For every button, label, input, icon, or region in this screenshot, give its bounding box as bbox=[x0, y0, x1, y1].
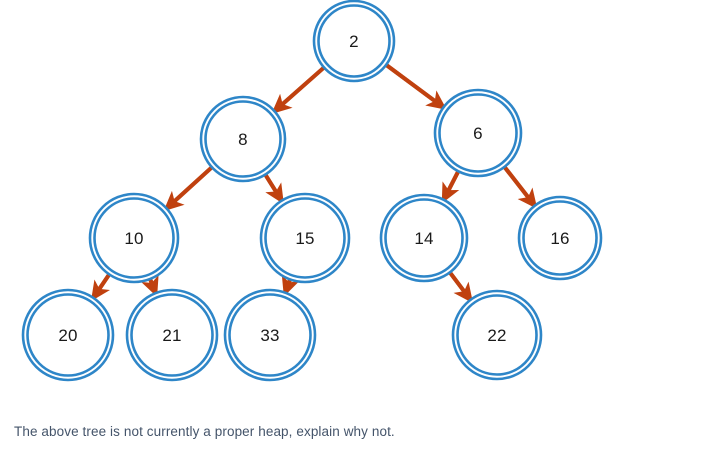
tree-node[interactable]: 33 bbox=[223, 288, 317, 382]
node-value-label: 14 bbox=[414, 229, 433, 248]
tree-edge-tail bbox=[169, 165, 214, 206]
node-inner-ring bbox=[438, 93, 518, 173]
tree-node[interactable]: 22 bbox=[451, 289, 543, 381]
node-value-label: 15 bbox=[295, 229, 314, 248]
tree-edge-tail bbox=[502, 164, 533, 203]
node-outer-ring bbox=[433, 88, 523, 178]
tree-edge-tail bbox=[277, 65, 327, 109]
node-outer-ring bbox=[312, 0, 396, 83]
tree-node[interactable]: 15 bbox=[259, 192, 351, 284]
node-value-label: 21 bbox=[162, 326, 181, 345]
node-inner-ring bbox=[264, 197, 346, 279]
caption-text: The above tree is not currently a proper… bbox=[14, 424, 395, 439]
tree-node[interactable]: 21 bbox=[125, 288, 219, 382]
tree-edge-tail bbox=[263, 172, 281, 197]
node-outer-ring bbox=[259, 192, 351, 284]
tree-node[interactable]: 2 bbox=[312, 0, 396, 83]
tree-node[interactable]: 10 bbox=[88, 192, 180, 284]
node-value-label: 22 bbox=[487, 326, 506, 345]
node-inner-ring bbox=[204, 100, 282, 178]
tree-edge-tail bbox=[384, 62, 440, 106]
node-inner-ring bbox=[228, 293, 312, 377]
tree-edge-tail bbox=[444, 169, 461, 196]
node-outer-ring bbox=[199, 95, 287, 183]
node-inner-ring bbox=[26, 293, 110, 377]
tree-edge-tail bbox=[447, 270, 469, 297]
node-inner-ring bbox=[130, 293, 214, 377]
node-outer-ring bbox=[223, 288, 317, 382]
heap-tree-graphic: 2 8 6 10 15 14 16 20 21 33 22 bbox=[21, 0, 603, 382]
node-outer-ring bbox=[21, 288, 115, 382]
node-inner-ring bbox=[317, 4, 391, 78]
node-outer-ring bbox=[451, 289, 543, 381]
node-outer-ring bbox=[517, 195, 603, 281]
tree-node[interactable]: 20 bbox=[21, 288, 115, 382]
tree-node[interactable]: 6 bbox=[433, 88, 523, 178]
node-value-label: 10 bbox=[124, 229, 143, 248]
node-value-label: 6 bbox=[473, 124, 483, 143]
node-inner-ring bbox=[93, 197, 175, 279]
node-layer: 2 8 6 10 15 14 16 20 21 33 22 bbox=[21, 0, 603, 382]
edge-layer bbox=[90, 62, 538, 304]
node-value-label: 20 bbox=[58, 326, 77, 345]
node-value-label: 2 bbox=[349, 32, 359, 51]
tree-node[interactable]: 14 bbox=[379, 193, 469, 283]
node-value-label: 16 bbox=[550, 229, 569, 248]
tree-node[interactable]: 16 bbox=[517, 195, 603, 281]
node-outer-ring bbox=[379, 193, 469, 283]
node-inner-ring bbox=[456, 294, 538, 376]
node-outer-ring bbox=[125, 288, 219, 382]
tree-node[interactable]: 8 bbox=[199, 95, 287, 183]
node-inner-ring bbox=[522, 200, 598, 276]
node-value-label: 33 bbox=[260, 326, 279, 345]
tree-edge-tail bbox=[95, 272, 112, 294]
node-outer-ring bbox=[88, 192, 180, 284]
node-inner-ring bbox=[384, 198, 464, 278]
node-value-label: 8 bbox=[238, 130, 248, 149]
